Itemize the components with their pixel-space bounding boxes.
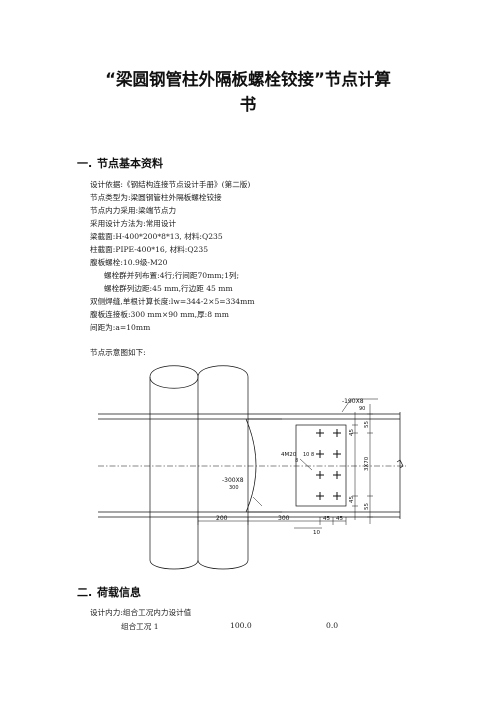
diaphragm-label: -300X8	[222, 477, 244, 484]
bolt-icon	[333, 492, 341, 500]
weld-label: 8	[295, 458, 298, 464]
column-outline	[197, 559, 249, 570]
weld-label: 8	[311, 452, 314, 458]
bolt-icon	[316, 492, 324, 500]
column-outline	[197, 365, 249, 378]
text-line: 柱截面:PIPE-400*16, 材料:Q235	[90, 245, 209, 254]
dimension-label: 55	[364, 503, 370, 510]
text-line: 螺栓群并列布置:4行;行间距70mm;1列;	[104, 271, 240, 280]
weld-label: 10	[303, 452, 309, 458]
text-line: 节点类型为:梁圆钢管柱外隔板螺栓铰接	[90, 193, 222, 202]
text-line: 腹板螺栓:10.9级-M20	[90, 258, 168, 267]
load-value: 100.0	[230, 621, 252, 630]
section-heading-load-info: 二. 荷载信息	[77, 584, 141, 600]
text-line: 双侧焊缝,单根计算长度:lw=344-2×5=334mm	[90, 297, 255, 306]
bolt-icon	[333, 471, 341, 479]
bolt-icon	[333, 450, 341, 458]
dimension-label: 55	[364, 421, 370, 428]
section-number: 一.	[77, 157, 93, 170]
break-line	[396, 459, 404, 469]
bolt-icon	[316, 450, 324, 458]
leader-line	[341, 398, 352, 413]
bolt-icon	[316, 429, 324, 437]
text-line: 节点内力采用:梁端节点力	[90, 206, 177, 215]
text-line: 设计依据:《钢结构连接节点设计手册》(第二版)	[90, 180, 251, 189]
bolt-icon	[333, 429, 341, 437]
dimension-label: 10	[313, 530, 320, 536]
column-arc	[245, 418, 257, 513]
diagram-caption: 节点示意图如下:	[90, 348, 146, 357]
bolt-icon	[316, 471, 324, 479]
document-title-line1: “梁圆钢管柱外隔板螺栓铰接”节点计算	[105, 70, 391, 89]
text-line: 间距为:a=10mm	[90, 323, 151, 332]
diaphragm-sublabel: 300	[229, 485, 239, 491]
text-line: 梁截面:H-400*200*8*13, 材料:Q235	[90, 232, 223, 241]
text-line: 设计内力:组合工况内力设计值	[90, 608, 192, 617]
column-outline	[149, 559, 199, 570]
web-connection-plate	[295, 424, 347, 507]
plate-top-label: -190X8	[342, 398, 364, 405]
text-line: 腹板连接板:300 mm×90 mm,厚:8 mm	[90, 310, 229, 319]
bolt-label: 4M20	[281, 452, 297, 458]
dimension-label: 45	[349, 496, 355, 503]
bolt-group	[316, 429, 341, 500]
dimension-label: 3X70	[364, 456, 370, 471]
plate-top-sublabel: 90	[359, 406, 365, 412]
load-value: 0.0	[326, 621, 339, 630]
dimension-label: 45	[323, 516, 330, 522]
section-title: 节点基本资料	[97, 157, 163, 170]
text-line: 采用设计方法为:常用设计	[90, 219, 177, 228]
dimension-label: 200	[216, 515, 228, 522]
dimension-label: 45	[336, 516, 343, 522]
section-heading-basic-info: 一. 节点基本资料	[77, 155, 163, 171]
section-title: 荷载信息	[97, 586, 141, 599]
dimension-label: 45	[349, 429, 355, 436]
section-number: 二.	[77, 586, 93, 599]
dimension-label: 300	[278, 515, 290, 522]
text-line: 螺栓群列边距:45 mm,行边距 45 mm	[104, 284, 233, 293]
load-case-label: 组合工况 1	[121, 622, 159, 631]
leader-line	[299, 458, 313, 471]
leader-line	[252, 496, 263, 507]
document-title-line2: 书	[239, 95, 257, 114]
column-outline	[149, 365, 199, 389]
